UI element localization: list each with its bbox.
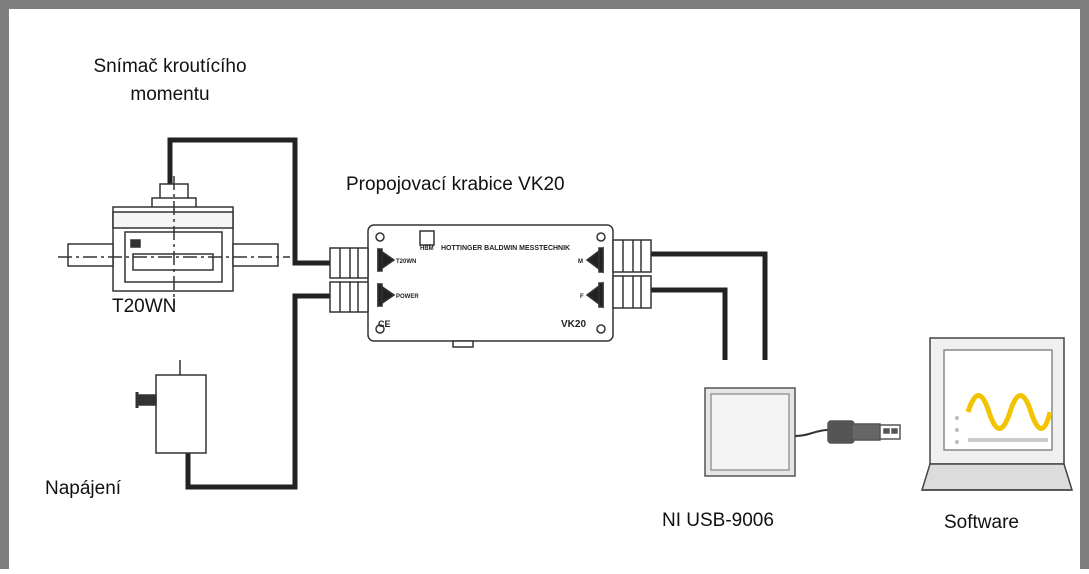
sensor-label-line2: momentu [130, 84, 210, 105]
sensor-label-line1: Snímač kroutícího [93, 56, 247, 77]
power-adapter [135, 360, 207, 454]
software-monitor [920, 337, 1074, 491]
daq-label: NI USB-9006 [662, 510, 774, 531]
power-cable [185, 293, 330, 490]
junction-box-print: HBM HOTTINGER BALDWIN MESSTECHNIK T20WN … [378, 245, 586, 330]
box-brand-short: HBM [420, 246, 434, 252]
daq-cable-m [650, 251, 768, 360]
junction-box-vk20 [329, 224, 652, 348]
box-port-f: F [580, 294, 584, 300]
box-brand-long: HOTTINGER BALDWIN MESSTECHNIK [441, 245, 570, 252]
box-port-power: POWER [396, 294, 419, 300]
sensor-model-label: T20WN [112, 296, 177, 317]
daq-device [704, 387, 901, 477]
box-model-print: VK20 [561, 319, 586, 330]
sensor-cable [167, 137, 330, 266]
junction-box-label: Propojovací krabice VK20 [346, 174, 565, 195]
power-label: Napájení [45, 478, 122, 499]
software-label: Software [944, 512, 1019, 533]
box-port-t20: T20WN [396, 259, 416, 265]
box-ce-mark: CE [378, 319, 391, 329]
cables [167, 137, 768, 490]
torque-sensor [58, 176, 290, 305]
box-port-m: M [578, 259, 583, 265]
daq-cable-f [650, 287, 728, 360]
